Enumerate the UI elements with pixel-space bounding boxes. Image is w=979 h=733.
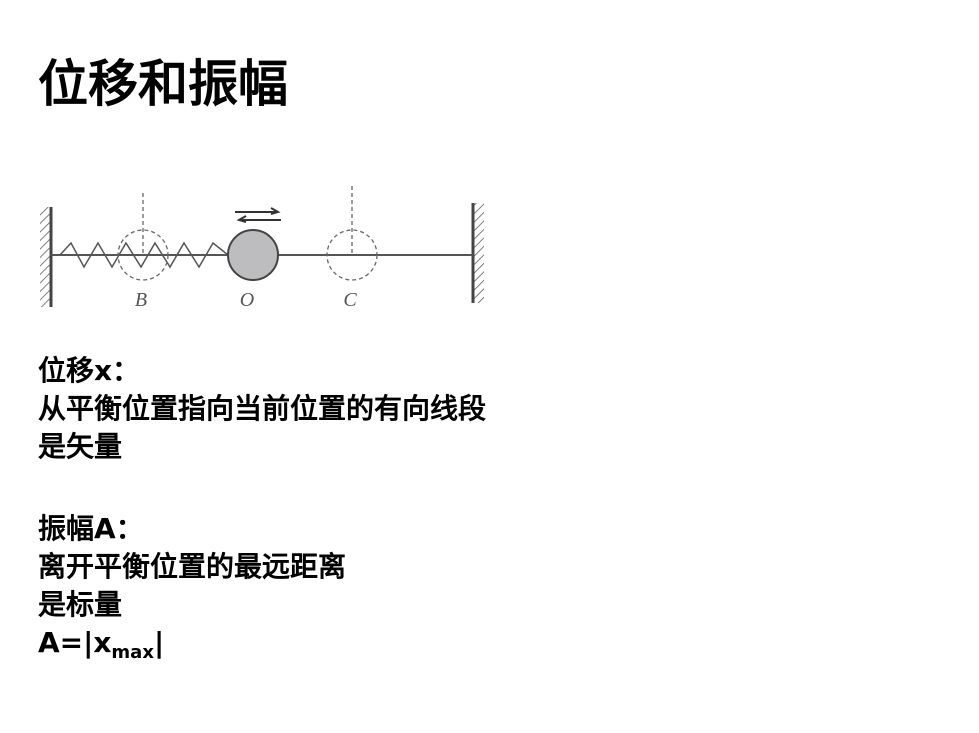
amplitude-section: 振幅A： 离开平衡位置的最远距离 是标量 A=|xmax| xyxy=(38,510,346,672)
right-wall xyxy=(471,203,484,303)
oscillator-ball xyxy=(227,229,279,281)
amplitude-type: 是标量 xyxy=(38,588,123,621)
displacement-type: 是矢量 xyxy=(38,430,123,463)
left-wall xyxy=(40,207,53,307)
label-b: B xyxy=(135,289,147,311)
slide-title: 位移和振幅 xyxy=(38,55,288,113)
amplitude-definition: 离开平衡位置的最远距离 xyxy=(38,550,347,583)
amplitude-formula: A=|xmax| xyxy=(38,626,165,663)
position-b-marker xyxy=(117,193,169,281)
amplitude-heading: 振幅A： xyxy=(38,512,144,545)
spring xyxy=(59,241,229,269)
displacement-section: 位移x： 从平衡位置指向当前位置的有向线段 是矢量 xyxy=(38,352,486,466)
spring-oscillator-diagram: B O C xyxy=(40,186,484,311)
displacement-heading: 位移x： xyxy=(38,354,141,387)
label-c: C xyxy=(343,289,357,311)
displacement-definition: 从平衡位置指向当前位置的有向线段 xyxy=(38,392,487,425)
position-c-marker xyxy=(326,186,378,281)
label-o: O xyxy=(240,289,254,311)
double-arrow-icon xyxy=(235,207,281,223)
